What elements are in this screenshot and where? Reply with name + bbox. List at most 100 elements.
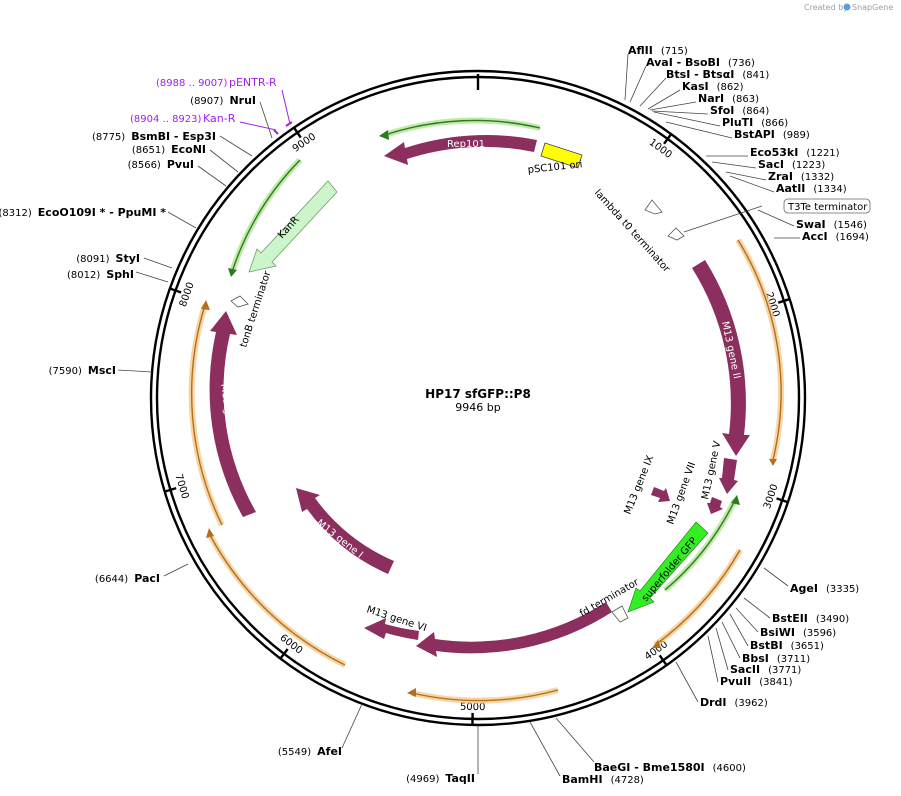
restriction-site[interactable]: BtsI - BtsαI(841) bbox=[666, 68, 769, 81]
kan-orf-line bbox=[231, 159, 301, 273]
restriction-site[interactable]: ZraI(1332) bbox=[768, 170, 834, 183]
restriction-site[interactable]: BstEII(3490) bbox=[772, 612, 849, 625]
m13-gene-ii-arrow[interactable] bbox=[692, 260, 750, 456]
site-name: AgeI bbox=[790, 582, 818, 595]
brand-name: SnapGene bbox=[852, 3, 893, 12]
restriction-site[interactable]: SphI(8012) bbox=[67, 268, 134, 281]
restriction-site[interactable]: StyI(8091) bbox=[76, 252, 140, 265]
site-position: (7590) bbox=[49, 366, 82, 377]
leader-agei bbox=[763, 567, 789, 587]
tick-mark bbox=[777, 297, 791, 304]
restriction-site[interactable]: PacI(6644) bbox=[95, 572, 160, 585]
leader-pvuii bbox=[707, 635, 719, 683]
site-name: BsmBI - Esp3I bbox=[131, 130, 216, 143]
site-name: AatII bbox=[776, 182, 805, 195]
brand-prefix: Created by bbox=[804, 3, 848, 12]
orf-arc-4 bbox=[207, 533, 347, 668]
restriction-site[interactable]: BstAPI(989) bbox=[734, 128, 810, 141]
t3te-marker[interactable] bbox=[667, 227, 685, 241]
site-name: BsiWI bbox=[760, 626, 795, 639]
restriction-site[interactable]: NarI(863) bbox=[698, 92, 759, 105]
leader-bstapi bbox=[665, 121, 733, 139]
tick-mark bbox=[658, 654, 668, 666]
site-position: (1546) bbox=[834, 220, 867, 231]
m13-gene-iii-arrow[interactable] bbox=[416, 602, 612, 657]
psc101-label: pSC101 ori bbox=[527, 159, 583, 176]
fd-terminator-marker[interactable] bbox=[611, 605, 629, 623]
site-name: PvuI bbox=[167, 158, 194, 171]
restriction-site[interactable]: BamHI(4728) bbox=[562, 773, 644, 786]
restriction-site[interactable]: DrdI(3962) bbox=[700, 696, 768, 709]
site-position: (8775) bbox=[92, 132, 125, 143]
site-position: (8566) bbox=[128, 160, 161, 171]
primer-pentr-mark bbox=[285, 121, 293, 127]
site-position: (1221) bbox=[806, 148, 839, 159]
restriction-site[interactable]: AccI(1694) bbox=[802, 230, 869, 243]
restriction-site[interactable]: SacII(3771) bbox=[730, 663, 801, 676]
restriction-site[interactable]: BbsI(3711) bbox=[742, 652, 810, 665]
snapgene-logo-icon bbox=[843, 3, 851, 11]
restriction-site[interactable]: Eco53kI(1221) bbox=[750, 146, 840, 159]
leader-nrui bbox=[259, 101, 273, 139]
restriction-site[interactable]: BaeGI - Bme1580I(4600) bbox=[594, 761, 746, 774]
restriction-site[interactable]: AatII(1334) bbox=[776, 182, 847, 195]
site-position: (4728) bbox=[611, 775, 644, 786]
site-name: SphI bbox=[106, 268, 134, 281]
m13-gene-i-arrow[interactable] bbox=[296, 488, 394, 574]
leader-nari bbox=[649, 101, 697, 111]
feature-arrows bbox=[209, 134, 750, 657]
t3te-leader bbox=[683, 205, 763, 233]
site-position: (3596) bbox=[803, 628, 836, 639]
tick-label: 8000 bbox=[178, 281, 197, 309]
site-name: NruI bbox=[229, 94, 256, 107]
m13-gene-iv-arrow[interactable] bbox=[209, 311, 256, 517]
site-name: SfoI bbox=[710, 104, 734, 117]
m13-gene-vii-label: M13 gene VII bbox=[665, 461, 698, 526]
restriction-site[interactable]: SwaI(1546) bbox=[796, 218, 867, 231]
tonb-marker[interactable] bbox=[230, 295, 249, 308]
restriction-site[interactable]: BsiWI (3596) bbox=[760, 626, 836, 639]
restriction-site[interactable]: TaqII(4969) bbox=[406, 772, 475, 785]
restriction-site[interactable]: SacI(1223) bbox=[758, 158, 825, 171]
restriction-site[interactable]: EcoO109I * - PpuMI *(8312) bbox=[0, 206, 166, 219]
restriction-site[interactable]: AflII(715) bbox=[628, 44, 688, 57]
kanr-arrow[interactable] bbox=[248, 180, 338, 273]
superfolder-gfp-arrow[interactable] bbox=[627, 521, 709, 613]
orf-arc-1-line bbox=[737, 239, 782, 461]
site-name: BstEII bbox=[772, 612, 808, 625]
orf-arc-3-line bbox=[411, 689, 559, 702]
restriction-site[interactable]: AvaI - BsoBI(736) bbox=[646, 56, 755, 69]
restriction-site[interactable]: PvuII(3841) bbox=[720, 675, 793, 688]
restriction-site[interactable]: SfoI(864) bbox=[710, 104, 769, 117]
restriction-site[interactable]: KasI(862) bbox=[682, 80, 744, 93]
m13-gene-vi-arrow[interactable] bbox=[364, 618, 419, 640]
leader-econi bbox=[209, 149, 239, 173]
restriction-site[interactable]: PvuI (8566) bbox=[128, 158, 194, 171]
restriction-site[interactable]: EcoNI(8651) bbox=[132, 143, 206, 156]
restriction-site[interactable]: BsmBI - Esp3I (8775) bbox=[92, 130, 216, 143]
tick-mark bbox=[663, 133, 673, 145]
m13-gene-vii-arrow[interactable] bbox=[707, 497, 723, 514]
leader-ecoo109i bbox=[167, 211, 197, 229]
rep101-arrow[interactable] bbox=[384, 134, 537, 165]
leader-sphi bbox=[135, 271, 169, 283]
psc101-ori-box[interactable] bbox=[540, 142, 583, 169]
restriction-site[interactable]: NruI(8907) bbox=[190, 94, 256, 107]
primer-labels: (8988 .. 9007) pENTR-R (8904 .. 8923) Ka… bbox=[130, 76, 277, 125]
restriction-site[interactable]: AfeI(5549) bbox=[278, 745, 342, 758]
m13-gene-ix-arrow[interactable] bbox=[651, 487, 670, 502]
leader-paci bbox=[163, 563, 189, 577]
restriction-site[interactable]: AgeI(3335) bbox=[790, 582, 859, 595]
leader-kasi bbox=[647, 89, 681, 110]
tick-label: 7000 bbox=[173, 473, 191, 501]
restriction-site[interactable]: PluTI(866) bbox=[722, 116, 788, 129]
site-position: (1694) bbox=[836, 232, 869, 243]
restriction-site[interactable]: MscI(7590) bbox=[49, 364, 116, 377]
restriction-site[interactable]: BstBI(3651) bbox=[750, 639, 824, 652]
leader-pentr bbox=[281, 89, 291, 125]
tick-mark bbox=[164, 487, 177, 493]
m13-gene-v-arrow[interactable] bbox=[719, 458, 738, 494]
site-position: (862) bbox=[717, 82, 744, 93]
lambda-t0-marker[interactable] bbox=[644, 199, 663, 215]
